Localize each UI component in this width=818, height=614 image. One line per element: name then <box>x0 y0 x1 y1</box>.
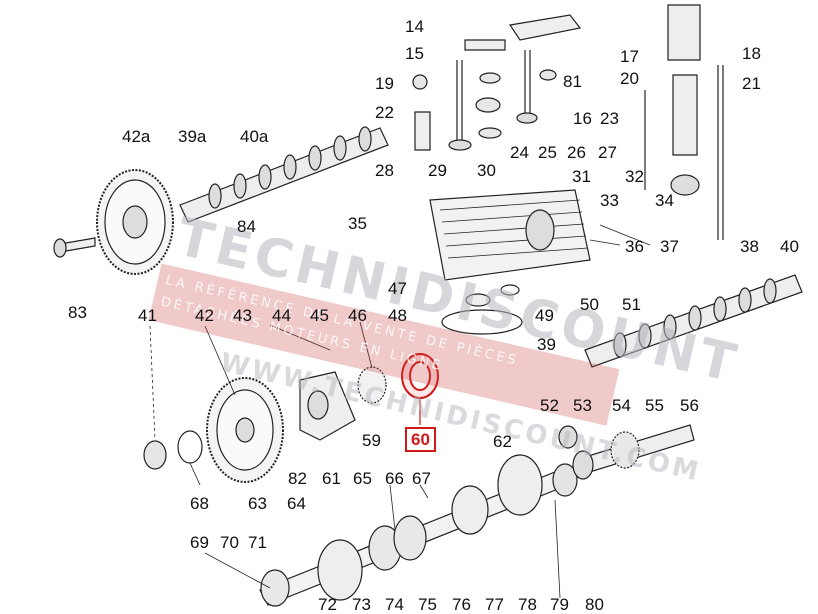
part-label: 25 <box>538 143 557 162</box>
part-label: 75 <box>418 595 437 614</box>
part-label: 40a <box>240 127 269 146</box>
highlighted-part-label[interactable]: 60 <box>405 427 436 452</box>
part-label: 18 <box>742 44 761 63</box>
part-label: 74 <box>385 595 404 614</box>
part-label: 77 <box>485 595 504 614</box>
part-label: 22 <box>375 103 394 122</box>
part-label: 47 <box>388 279 407 298</box>
part-label: 52 <box>540 396 559 415</box>
part-label: 28 <box>375 161 394 180</box>
part-label: 59 <box>362 431 381 450</box>
lower-timing-gear <box>143 377 284 483</box>
part-label: 16 <box>573 109 592 128</box>
part-label: 49 <box>535 306 554 325</box>
part-label: 29 <box>428 161 447 180</box>
part-label: 67 <box>412 469 431 488</box>
part-label: 71 <box>248 533 267 552</box>
part-label: 62 <box>493 432 512 451</box>
part-label: 83 <box>68 303 87 322</box>
part-label: 24 <box>510 143 529 162</box>
part-label: 44 <box>272 306 291 325</box>
part-label: 56 <box>680 396 699 415</box>
part-label: 39 <box>537 335 556 354</box>
part-label: 53 <box>573 396 592 415</box>
part-label: 41 <box>138 306 157 325</box>
cylinder-head <box>429 189 591 281</box>
part-label: 72 <box>318 595 337 614</box>
crankshaft-assembly <box>259 454 578 607</box>
part-label: 61 <box>322 469 341 488</box>
part-label: 17 <box>620 47 639 66</box>
part-label: 43 <box>233 306 252 325</box>
part-label: 82 <box>288 469 307 488</box>
part-label: 42 <box>195 306 214 325</box>
pump-housing <box>299 366 387 441</box>
part-label: 35 <box>348 214 367 233</box>
highlighted-seal-60 <box>401 353 439 425</box>
part-label: 21 <box>742 74 761 93</box>
part-label: 66 <box>385 469 404 488</box>
part-label: 80 <box>585 595 604 614</box>
part-label: 48 <box>388 306 407 325</box>
part-label: 14 <box>405 17 424 36</box>
part-label: 45 <box>310 306 329 325</box>
part-label: 81 <box>563 72 582 91</box>
part-label: 36 <box>625 237 644 256</box>
left-camshaft <box>179 126 389 223</box>
part-label: 39a <box>178 127 207 146</box>
part-label: 50 <box>580 295 599 314</box>
part-label: 20 <box>620 69 639 88</box>
bolt-83 <box>53 237 96 258</box>
right-camshaft <box>584 274 803 368</box>
part-label: 79 <box>550 595 569 614</box>
part-label: 38 <box>740 237 759 256</box>
part-label: 42a <box>122 127 151 146</box>
part-label: 70 <box>220 533 239 552</box>
part-label: 68 <box>190 494 209 513</box>
part-label: 15 <box>405 44 424 63</box>
part-label: 23 <box>600 109 619 128</box>
part-label: 33 <box>600 191 619 210</box>
part-label: 27 <box>598 143 617 162</box>
part-label: 30 <box>477 161 496 180</box>
spring-and-tube <box>644 4 724 240</box>
part-label: 40 <box>780 237 799 256</box>
part-label: 55 <box>645 396 664 415</box>
part-label: 31 <box>572 167 591 186</box>
part-label: 63 <box>248 494 267 513</box>
leader-lines <box>149 224 651 599</box>
part-label: 69 <box>190 533 209 552</box>
part-label: 51 <box>622 295 641 314</box>
part-label: 76 <box>452 595 471 614</box>
part-label: 26 <box>567 143 586 162</box>
part-label: 54 <box>612 396 631 415</box>
o-ring-48 <box>441 284 523 335</box>
rocker-and-valves <box>412 14 582 151</box>
part-label: 46 <box>348 306 367 325</box>
part-label: 73 <box>352 595 371 614</box>
part-label: 32 <box>625 167 644 186</box>
part-label: 65 <box>353 469 372 488</box>
part-label: 37 <box>660 237 679 256</box>
part-label: 84 <box>237 217 256 236</box>
part-label: 78 <box>518 595 537 614</box>
balance-shaft <box>558 424 695 480</box>
part-label: 64 <box>287 494 306 513</box>
left-timing-gear <box>96 169 174 275</box>
part-label: 34 <box>655 191 674 210</box>
part-label: 19 <box>375 74 394 93</box>
